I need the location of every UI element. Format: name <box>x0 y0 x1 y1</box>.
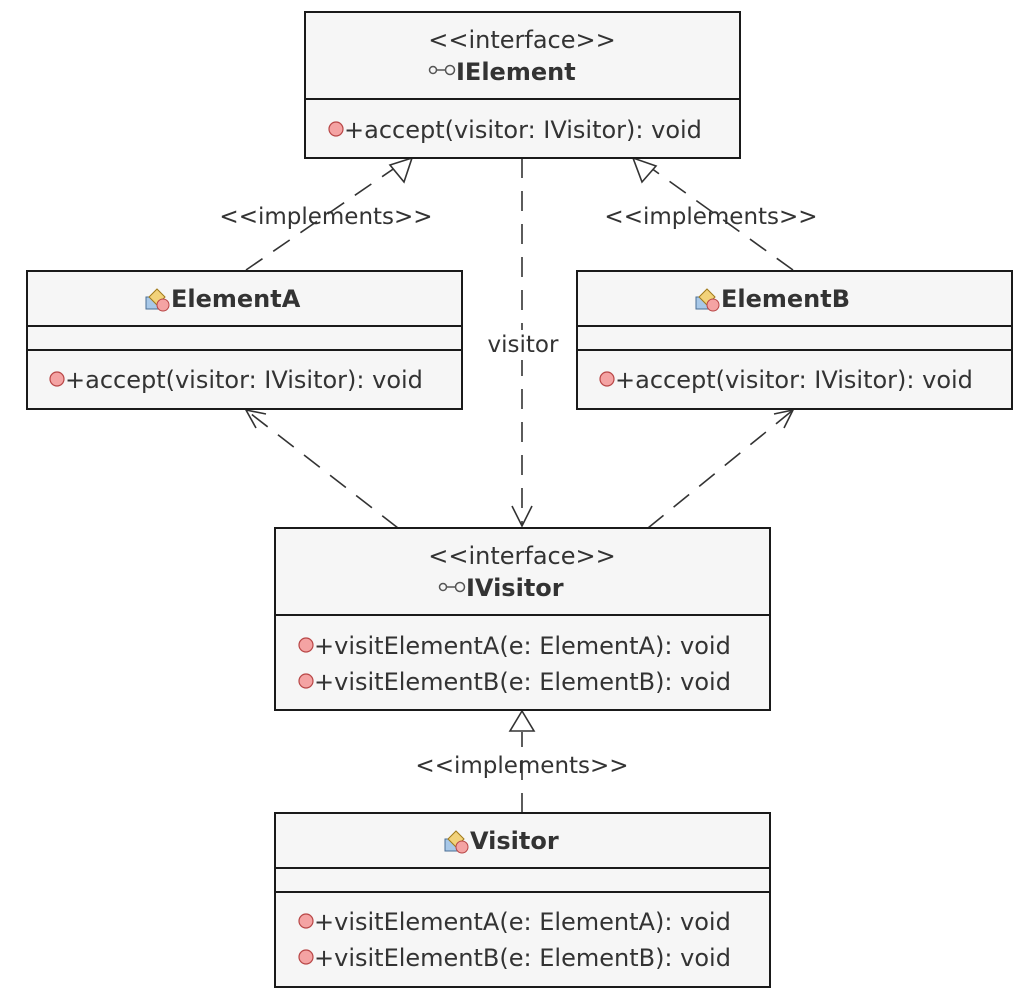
class-name: Visitor <box>470 827 559 855</box>
method-visit-element-b: +visitElementB(e: ElementB): void <box>314 668 731 696</box>
class-name: IVisitor <box>466 574 564 602</box>
method-accept: +accept(visitor: IVisitor): void <box>344 116 702 144</box>
class-name: IElement <box>456 58 576 86</box>
edge-label-implements-b: <<implements>> <box>604 204 817 230</box>
class-box-elementb[interactable]: ElementB +accept(visitor: IVisitor): voi… <box>576 270 1013 410</box>
method-visit-element-a: +visitElementA(e: ElementA): void <box>314 632 731 660</box>
public-method-dot-icon <box>298 913 314 929</box>
edge-elementa-implements-ielement <box>245 156 414 271</box>
method-visit-element-b: +visitElementB(e: ElementB): void <box>314 944 731 972</box>
stereotype-label: <<interface>> <box>428 542 615 570</box>
method-accept: +accept(visitor: IVisitor): void <box>615 366 973 394</box>
interface-lollipop-icon <box>428 64 456 76</box>
class-shapes-icon <box>695 288 720 312</box>
class-name: ElementA <box>171 285 301 313</box>
edge-label-visitor: visitor <box>488 332 559 358</box>
public-method-dot-icon <box>49 371 65 387</box>
class-box-elementa[interactable]: ElementA +accept(visitor: IVisitor): voi… <box>26 270 463 410</box>
class-box-ivisitor[interactable]: <<interface>> IVisitor +visitElementA(e:… <box>274 527 771 711</box>
class-shapes-icon <box>145 288 170 312</box>
edge-label-implements-a: <<implements>> <box>219 204 432 230</box>
public-method-dot-icon <box>599 371 615 387</box>
public-method-dot-icon <box>298 673 314 689</box>
public-method-dot-icon <box>298 637 314 653</box>
class-box-ielement[interactable]: <<interface>> IElement +accept(visitor: … <box>304 11 741 159</box>
method-visit-element-a: +visitElementA(e: ElementA): void <box>314 908 731 936</box>
edge-ivisitor-depends-elementb <box>647 408 795 529</box>
edge-label-implements-visitor: <<implements>> <box>415 753 628 779</box>
public-method-dot-icon <box>298 949 314 965</box>
edge-ivisitor-depends-elementa <box>244 408 399 529</box>
class-box-visitor[interactable]: Visitor +visitElementA(e: ElementA): voi… <box>274 812 771 988</box>
stereotype-label: <<interface>> <box>428 26 615 54</box>
edge-elementb-implements-ielement <box>631 156 794 271</box>
class-shapes-icon <box>444 830 469 854</box>
class-name: ElementB <box>721 285 850 313</box>
edge-visitor-implements-ivisitor <box>508 709 536 813</box>
interface-lollipop-icon <box>438 581 466 593</box>
method-accept: +accept(visitor: IVisitor): void <box>65 366 423 394</box>
public-method-dot-icon <box>328 121 344 137</box>
